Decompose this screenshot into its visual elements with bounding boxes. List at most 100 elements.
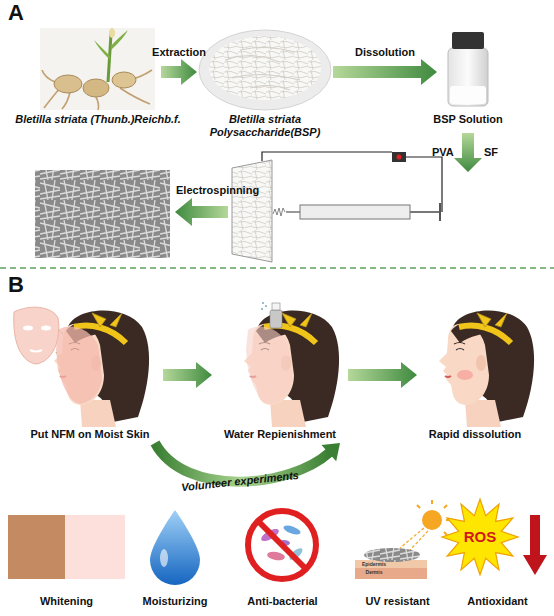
edge-label: Dissolution <box>355 46 415 58</box>
inset-text: ROS <box>460 528 500 545</box>
component-label: SF <box>484 146 498 158</box>
process-label: Electrospinning <box>176 184 259 196</box>
powder-photo-part <box>209 36 321 100</box>
electrospinning-setup-part <box>397 155 402 160</box>
caption-text: UV resistant <box>340 595 455 608</box>
face-illustration-part <box>272 303 280 310</box>
electrospinning-setup-part <box>392 152 406 162</box>
component-label: PVA <box>432 146 454 158</box>
flow-arrow-part <box>454 133 482 172</box>
photo-panel: BSP Solution <box>440 25 496 126</box>
antibacterial-icon-part <box>266 550 285 561</box>
face-illustration-part <box>244 310 339 427</box>
antibacterial-icon-part <box>282 524 301 537</box>
inset-text: Dermis <box>354 569 394 576</box>
step-panel: Put NFM on Moist Skin <box>20 300 160 441</box>
water-drop-part <box>160 549 168 567</box>
antioxidant-icon-part <box>523 515 547 575</box>
mask-icon-part <box>41 326 51 331</box>
electrospinning-setup-part <box>439 203 441 221</box>
face-illustration <box>54 310 149 427</box>
flow-arrow <box>348 362 417 388</box>
face-illustration-part <box>270 310 282 328</box>
mask-icon-part <box>23 326 33 331</box>
face-illustration <box>439 310 534 427</box>
whitening-swatch-part <box>8 515 65 579</box>
nanofiber-mesh <box>35 170 170 258</box>
caption-text: BSP Solution <box>410 113 526 126</box>
electrospinning-setup-part <box>300 205 410 219</box>
antibacterial-icon-part <box>248 511 316 579</box>
photo-panel: Bletilla striata Polysaccharide(BSP) <box>200 25 330 139</box>
whitening-swatch <box>8 515 125 579</box>
uv-icon-part <box>355 568 427 579</box>
flow-arrow <box>163 362 212 388</box>
antibacterial-icon <box>248 511 316 579</box>
caption-text: Bletilla striata (Thunb.)Reichb.f. <box>0 113 198 126</box>
plant-photo <box>40 28 155 110</box>
flow-arrow <box>161 59 197 85</box>
arrow-head <box>322 443 341 461</box>
step-panel: Water Repienishment <box>215 300 345 441</box>
caption-text: Whitening <box>8 595 125 608</box>
flow-arrow <box>333 59 437 85</box>
solution-bottle-part <box>448 48 488 106</box>
effect-panel: ROSAntioxidant <box>450 505 545 608</box>
face-illustration <box>244 302 339 427</box>
powder-photo-part <box>225 47 300 90</box>
face-illustration-part <box>457 370 473 380</box>
plant-photo-part <box>109 28 115 38</box>
antioxidant-icon-part <box>442 499 518 575</box>
effect-panel: Anti-bacterial <box>235 505 330 608</box>
electrospinning-setup-part <box>273 208 285 216</box>
face-illustration-part <box>54 310 149 427</box>
effect-panel: EpidermisDermisUV resistant <box>350 505 445 608</box>
caption-text: Antioxidant <box>440 595 554 608</box>
powder-photo-part <box>199 30 331 110</box>
uv-icon-part <box>422 510 442 530</box>
step-panel: Rapid dissolution <box>420 300 530 441</box>
face-illustration-part <box>246 326 292 404</box>
flow-arrow <box>175 198 228 226</box>
plant-photo-part <box>112 72 136 88</box>
electrospinning-setup-part <box>262 152 442 212</box>
plant-photo-part <box>54 75 82 93</box>
face-illustration-part <box>265 305 267 307</box>
face-illustration-part <box>262 302 264 304</box>
electrospinning-setup-part <box>232 160 272 262</box>
face-illustration-part <box>56 326 102 404</box>
flow-arrow <box>454 133 482 172</box>
mask-icon-part <box>14 307 59 364</box>
plant-photo-part <box>40 28 155 110</box>
uv-icon-part <box>400 528 428 550</box>
caption-text: Put NFM on Moist Skin <box>0 428 180 441</box>
caption-text: Bletilla striata Polysaccharide(BSP) <box>200 113 330 139</box>
electrospinning-setup-part <box>286 211 300 212</box>
plant-photo-part <box>83 79 109 97</box>
solution-bottle-part <box>452 32 484 49</box>
flow-arrow-part <box>175 198 228 226</box>
mask-icon-part <box>30 350 42 352</box>
water-drop-part <box>150 510 200 585</box>
caption-text: Anti-bacterial <box>225 595 340 608</box>
inset-text: Epidermis <box>354 561 394 568</box>
panel-label: B <box>8 272 24 298</box>
water-drop <box>150 510 200 585</box>
plant-photo-part <box>42 70 152 110</box>
powder-photo <box>199 30 331 110</box>
nanofiber-mesh-part <box>35 170 170 258</box>
caption-text: Water Repienishment <box>205 428 355 441</box>
antioxidant-icon <box>442 499 547 575</box>
edge-label: Extraction <box>152 46 206 58</box>
solution-bottle-part <box>450 86 486 104</box>
electrospinning-setup <box>232 152 442 262</box>
uv-icon-part <box>364 548 420 562</box>
solution-bottle <box>448 32 488 106</box>
uv-icon <box>355 500 450 579</box>
face-illustration-part <box>261 308 263 310</box>
photo-panel: Bletilla striata (Thunb.)Reichb.f. <box>38 25 158 126</box>
whitening-swatch-part <box>65 515 125 579</box>
